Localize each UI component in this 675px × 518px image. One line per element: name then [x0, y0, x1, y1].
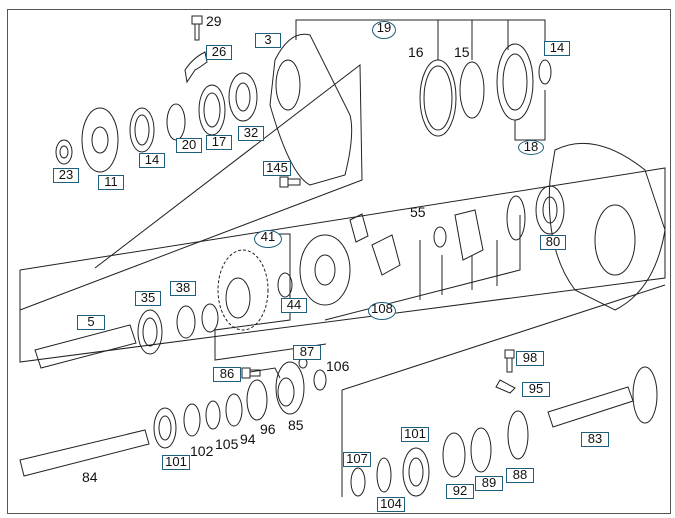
- bearing-101-right-icon: [402, 447, 430, 497]
- ring-icon: [201, 303, 219, 333]
- ring-92-icon: [442, 432, 466, 478]
- part-label-98: 98: [516, 351, 544, 366]
- part-label-11: 11: [98, 175, 124, 190]
- side-gear-icon: [454, 209, 484, 261]
- part-label-17: 17: [206, 135, 232, 150]
- part-label-80: 80: [540, 235, 566, 250]
- synchro-35-icon: [137, 309, 163, 355]
- part-label-18: 18: [518, 140, 544, 155]
- middle-group-bracket: [19, 167, 666, 363]
- part-label-38: 38: [170, 281, 196, 296]
- part-label-55: 55: [410, 204, 426, 220]
- label-41-leader: [214, 233, 327, 361]
- part-label-85: 85: [288, 417, 304, 433]
- bushing-44-icon: [277, 272, 293, 298]
- part-label-44: 44: [281, 298, 307, 313]
- ring-96-icon: [246, 379, 268, 421]
- part-label-108: 108: [368, 302, 396, 320]
- label-19-leader: [295, 19, 546, 45]
- part-label-101-left: 101: [162, 455, 190, 470]
- part-label-104: 104: [377, 497, 405, 512]
- part-label-89: 89: [475, 476, 503, 491]
- part-label-32: 32: [238, 126, 264, 141]
- seal-14-icon: [129, 107, 155, 153]
- lock-ring-107-icon: [350, 467, 366, 497]
- seal-89-icon: [470, 427, 492, 473]
- part-label-106: 106: [326, 358, 350, 374]
- washer-38-icon: [176, 305, 196, 339]
- part-label-41: 41: [254, 230, 282, 248]
- bolt-145-icon: [279, 176, 301, 188]
- part-label-19: 19: [372, 21, 396, 39]
- bearing-17-icon: [198, 84, 226, 136]
- part-label-14-top: 14: [544, 41, 570, 56]
- output-shaft-83-icon: [547, 366, 658, 428]
- label-108-leader: [324, 215, 521, 321]
- washer-104-icon: [376, 457, 392, 493]
- flange-85-icon: [275, 361, 305, 415]
- part-label-29: 29: [206, 13, 222, 29]
- housing-opening-icon: [594, 204, 636, 276]
- part-label-92: 92: [446, 484, 474, 499]
- washer-55-icon: [433, 226, 447, 248]
- part-label-26: 26: [206, 45, 232, 60]
- nut-23-icon: [55, 139, 73, 165]
- gear-41-icon: [217, 249, 269, 331]
- lock-plate-26-icon: [184, 51, 208, 84]
- bolt-98-icon: [504, 349, 515, 373]
- bolt-29-icon: [191, 15, 203, 41]
- ring-icon: [506, 195, 526, 241]
- bearing-32-icon: [228, 72, 258, 122]
- ring-102-icon: [183, 403, 201, 437]
- part-label-101-right: 101: [401, 427, 429, 442]
- diagram-frame: [7, 9, 671, 514]
- ring-14-icon: [538, 59, 552, 85]
- part-label-102: 102: [190, 443, 214, 459]
- part-label-94: 94: [240, 431, 256, 447]
- part-label-16: 16: [408, 44, 424, 60]
- part-label-95: 95: [522, 382, 550, 397]
- part-label-107: 107: [343, 452, 371, 467]
- part-label-105: 105: [215, 436, 239, 452]
- bolt-86-icon: [241, 367, 261, 379]
- part-label-14: 14: [139, 153, 165, 168]
- bearing-80-icon: [535, 185, 565, 235]
- part-label-35: 35: [135, 291, 161, 306]
- ring-105-icon: [205, 400, 221, 430]
- label-18-leader: [514, 90, 546, 141]
- part-label-145: 145: [263, 161, 291, 176]
- part-label-23: 23: [53, 168, 79, 183]
- ring-15-icon: [459, 61, 485, 119]
- nut-88-icon: [507, 410, 529, 460]
- bearing-101-icon: [153, 407, 177, 449]
- synchro-hub-icon: [496, 43, 534, 121]
- part-label-86: 86: [213, 367, 241, 382]
- lock-plate-95-icon: [495, 379, 516, 394]
- differential-spider-icon: [371, 234, 401, 276]
- part-label-88: 88: [506, 468, 534, 483]
- input-shaft-5-icon: [34, 324, 137, 369]
- pinion-gear-icon: [349, 213, 369, 243]
- part-label-15: 15: [454, 44, 470, 60]
- part-label-84: 84: [82, 469, 98, 485]
- part-label-3: 3: [255, 33, 281, 48]
- part-label-83: 83: [581, 432, 609, 447]
- lower-group-bracket: [341, 284, 666, 391]
- part-label-96: 96: [260, 421, 276, 437]
- ring-20-icon: [166, 103, 186, 141]
- flange-11-icon: [81, 107, 119, 173]
- seal-106-icon: [313, 369, 327, 391]
- part-label-5: 5: [77, 315, 105, 330]
- ring-16-icon: [419, 59, 457, 137]
- part-label-87: 87: [293, 345, 321, 360]
- upper-group-bracket: [19, 64, 363, 311]
- part-label-20: 20: [176, 138, 202, 153]
- output-shaft-84-icon: [19, 429, 150, 477]
- rear-housing-80-icon: [548, 142, 666, 311]
- differential-carrier-icon: [299, 234, 351, 306]
- seal-94-icon: [225, 393, 243, 427]
- housing-cover-3-icon: [269, 33, 353, 186]
